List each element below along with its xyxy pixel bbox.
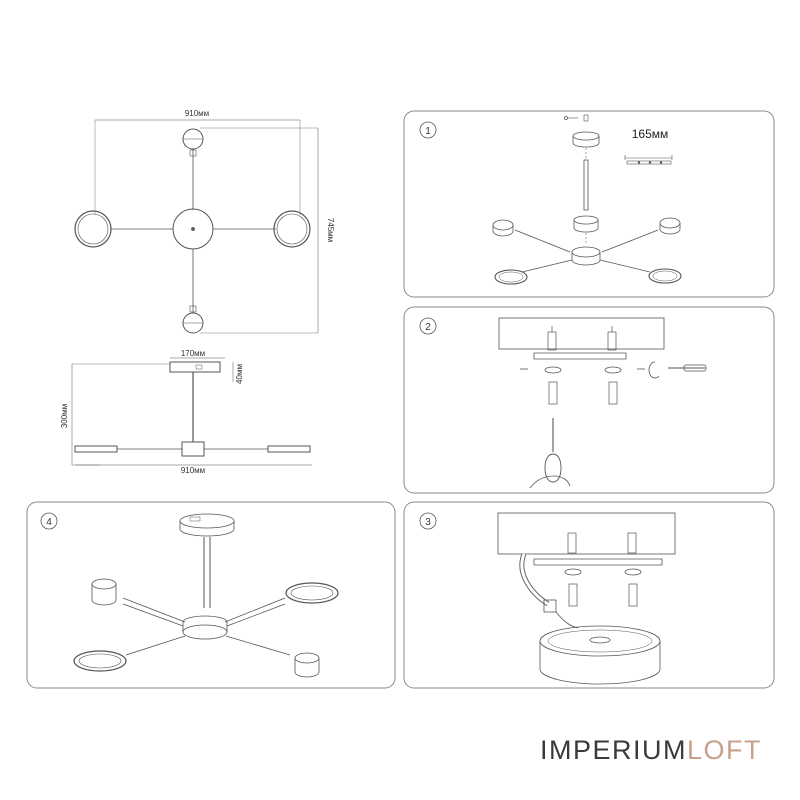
step-1-panel <box>403 110 775 298</box>
step-4-panel <box>26 501 396 689</box>
step-2-bracket-drawing <box>498 317 707 489</box>
dim-side-width: 910мм <box>181 466 205 475</box>
brand-logo-part1: IMPERIUM <box>540 735 687 765</box>
dim-side-height: 300мм <box>60 404 69 428</box>
svg-text:4: 4 <box>46 517 52 528</box>
side-view-drawing <box>71 357 312 466</box>
step-4-assembled-drawing <box>73 513 339 678</box>
top-view-drawing <box>74 119 319 334</box>
svg-text:3: 3 <box>425 517 431 528</box>
step-1-spacing-label: 165мм <box>632 127 669 141</box>
step-3-badge: 3 <box>419 512 437 530</box>
step-2-panel <box>403 306 775 494</box>
dim-top-width: 910мм <box>185 109 209 118</box>
brand-logo: IMPERIUMLOFT <box>540 735 762 766</box>
dim-top-height: 745мм <box>326 218 335 242</box>
step-1-exploded-drawing <box>492 114 682 285</box>
step-1-badge: 1 <box>419 121 437 139</box>
step-2-badge: 2 <box>419 317 437 335</box>
dim-canopy-width: 170мм <box>181 349 205 358</box>
brand-logo-part2: LOFT <box>687 735 763 765</box>
svg-text:2: 2 <box>425 322 431 333</box>
dim-canopy-height: 40мм <box>235 364 244 384</box>
step-3-wiring-drawing <box>497 512 676 685</box>
step-4-badge: 4 <box>40 512 58 530</box>
svg-text:1: 1 <box>425 126 431 137</box>
step-3-panel <box>403 501 775 689</box>
